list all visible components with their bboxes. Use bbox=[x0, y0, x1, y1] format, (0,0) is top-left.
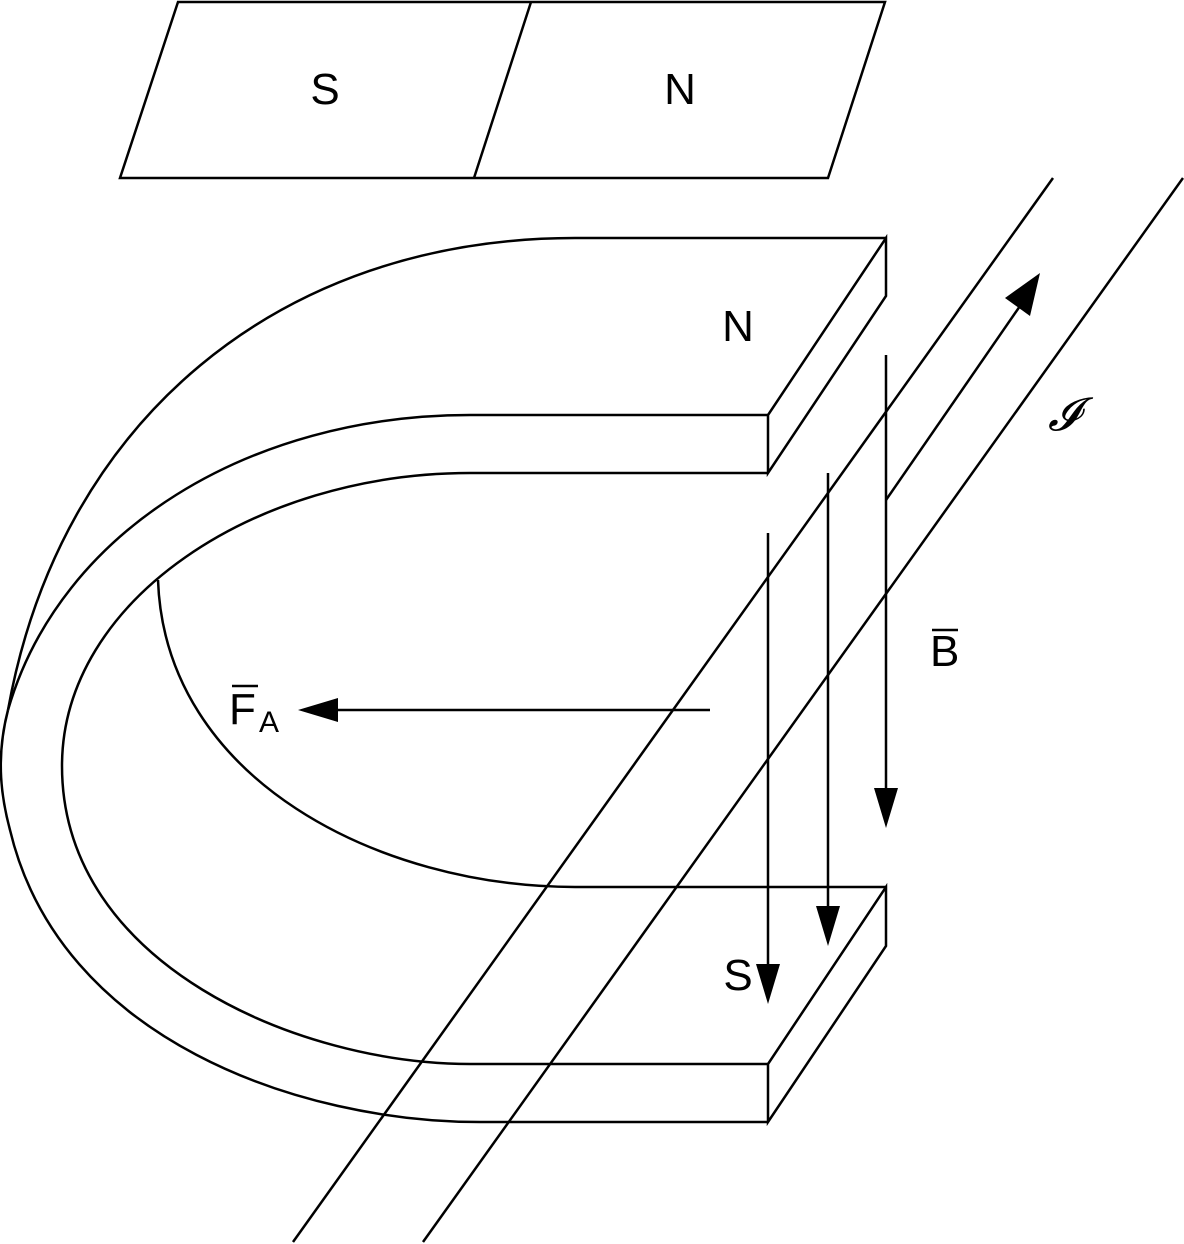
force-label-subscript: A bbox=[259, 706, 279, 739]
horseshoe-top-arm-top-edge bbox=[6, 413, 768, 711]
field-arrows: B bbox=[756, 355, 959, 1004]
bar-magnet-divider bbox=[472, 1, 533, 179]
field-label: B bbox=[930, 627, 959, 676]
field-arrow-3-head bbox=[756, 964, 780, 1004]
horseshoe-magnet: N S bbox=[0, 233, 888, 1127]
bar-magnet: S N bbox=[118, 0, 887, 180]
horseshoe-top-arm-bottom-edge bbox=[60, 471, 768, 1066]
horseshoe-bottom-pole-face bbox=[766, 882, 888, 1127]
bar-magnet-n-label: N bbox=[664, 65, 696, 114]
force-label: F bbox=[229, 685, 256, 734]
conductor-line-right bbox=[421, 177, 1184, 1243]
horseshoe-s-label: S bbox=[723, 951, 752, 1000]
field-arrow-1-head bbox=[874, 788, 898, 828]
horseshoe-n-label: N bbox=[722, 302, 754, 351]
current-arrow-shaft bbox=[884, 305, 1022, 501]
force-arrow: F A bbox=[229, 684, 710, 739]
current-arrow: 𝓘 bbox=[884, 273, 1094, 501]
horseshoe-inner-edge bbox=[156, 579, 886, 889]
horseshoe-bottom-outer-edge bbox=[0, 709, 768, 1124]
horseshoe-top-pole-face bbox=[766, 233, 888, 478]
horseshoe-outer-edge bbox=[6, 236, 886, 711]
force-arrowhead bbox=[298, 698, 338, 722]
current-label: 𝓘 bbox=[1048, 387, 1094, 441]
bar-magnet-s-label: S bbox=[310, 65, 339, 114]
field-arrow-2-head bbox=[816, 906, 840, 946]
current-arrowhead bbox=[1005, 273, 1040, 316]
bar-magnet-outline bbox=[118, 0, 887, 180]
